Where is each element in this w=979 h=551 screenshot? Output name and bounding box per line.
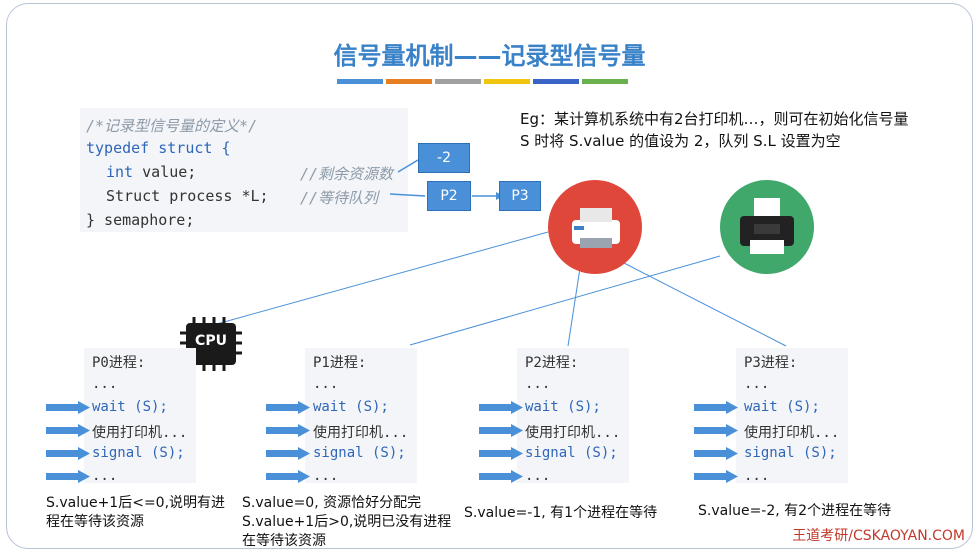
p2-arrow-signal — [479, 447, 523, 460]
p1-arrow-use — [266, 424, 310, 437]
p2-arrow-end — [479, 470, 523, 483]
code-value-decl: value; — [133, 163, 197, 181]
process-p0-wait: wait (S); — [92, 399, 168, 415]
cpu-label: CPU — [195, 333, 227, 349]
code-comment: /*记录型信号量的定义*/ — [86, 117, 258, 135]
p0-note: S.value+1后<=0,说明有进程在等待该资源 — [46, 495, 226, 530]
stripe-1 — [337, 79, 383, 84]
queue-node-p2: P2 — [427, 181, 471, 211]
process-p1-panel — [305, 348, 417, 483]
process-p2-title: P2进程: — [525, 355, 579, 371]
process-p3-wait: wait (S); — [744, 399, 820, 415]
slide-frame — [6, 3, 973, 549]
example-text: Eg：某计算机系统中有2台打印机…，则可在初始化信号量 S 时将 S.value… — [520, 110, 909, 150]
process-p1-wait: wait (S); — [313, 399, 389, 415]
process-p2-panel — [517, 348, 629, 483]
printer-1 — [548, 180, 642, 274]
p1-arrow-end — [266, 470, 310, 483]
process-p3-line1: ... — [744, 376, 770, 392]
value-box: -2 — [418, 143, 470, 173]
cpu-icon — [180, 317, 242, 371]
code-line-value: int value; — [106, 163, 196, 181]
process-p2-signal: signal (S); — [525, 445, 618, 461]
p1-note: S.value=0, 资源恰好分配完 S.value+1后>0,说明已没有进程在… — [242, 495, 452, 549]
slide-title: 信号量机制——记录型信号量 — [333, 42, 646, 70]
process-p2-line5: ... — [525, 468, 551, 484]
code-int-keyword: int — [106, 163, 134, 181]
stripe-4 — [484, 79, 530, 84]
process-p1-line5: ... — [313, 468, 339, 484]
process-p1-signal: signal (S); — [313, 445, 406, 461]
process-p3-title: P3进程: — [744, 355, 798, 371]
p2-note: S.value=-1, 有1个进程在等待 — [464, 505, 658, 521]
code-block — [80, 108, 408, 232]
p3-arrow-use — [694, 424, 738, 437]
process-p3-panel — [736, 348, 848, 483]
p2-arrow-use — [479, 424, 523, 437]
p3-arrow-end — [694, 470, 738, 483]
p3-arrow-wait — [694, 401, 738, 414]
value-callout-line — [397, 159, 419, 173]
process-p0-line1: ... — [92, 376, 118, 392]
process-p3-use: 使用打印机... — [744, 425, 840, 441]
printer1-to-p0 — [187, 231, 549, 333]
p0-arrow-use — [46, 424, 90, 437]
stripe-2 — [386, 79, 432, 84]
p0-arrow-signal — [46, 447, 90, 460]
code-line-process: Struct process *L; — [106, 187, 269, 205]
process-p0-line5: ... — [92, 468, 118, 484]
code-line-typedef: typedef struct { — [86, 139, 231, 157]
process-p0-signal: signal (S); — [92, 445, 185, 461]
p3-arrow-signal — [694, 447, 738, 460]
p0-arrow-end — [46, 470, 90, 483]
stripe-5 — [533, 79, 579, 84]
p1-arrow-wait — [266, 401, 310, 414]
p0-arrow-wait — [46, 401, 90, 414]
stripe-6 — [582, 79, 628, 84]
printer2-to-p1 — [409, 255, 721, 346]
footer-brand: 王道考研/CSKAOYAN.COM — [792, 528, 965, 544]
queue-node-p3: P3 — [499, 181, 541, 211]
code-value-comment: //剩余资源数 — [300, 165, 394, 183]
process-p1-line1: ... — [313, 376, 339, 392]
process-p0-title: P0进程: — [92, 355, 146, 371]
stripe-3 — [435, 79, 481, 84]
process-p2-wait: wait (S); — [525, 399, 601, 415]
code-line-close: } semaphore; — [86, 211, 195, 229]
process-p2-use: 使用打印机... — [525, 425, 621, 441]
printer1-to-p3 — [621, 261, 787, 347]
process-p1-title: P1进程: — [313, 355, 367, 371]
p3-note: S.value=-2, 有2个进程在等待 — [698, 503, 892, 519]
printer-2 — [720, 180, 814, 274]
process-p1-use: 使用打印机... — [313, 425, 409, 441]
process-p3-line5: ... — [744, 468, 770, 484]
p1-arrow-signal — [266, 447, 310, 460]
cpu-chip: CPU — [176, 315, 246, 371]
queue-link-line — [389, 193, 426, 197]
p2-arrow-wait — [479, 401, 523, 414]
process-p0-panel — [84, 348, 196, 483]
process-p2-line1: ... — [525, 376, 551, 392]
printer-2-icon — [740, 198, 794, 254]
printer1-to-p2 — [567, 267, 581, 347]
process-p0-use: 使用打印机... — [92, 425, 188, 441]
process-p3-signal: signal (S); — [744, 445, 837, 461]
code-process-comment: //等待队列 — [300, 189, 379, 207]
printer-1-icon — [572, 208, 620, 248]
